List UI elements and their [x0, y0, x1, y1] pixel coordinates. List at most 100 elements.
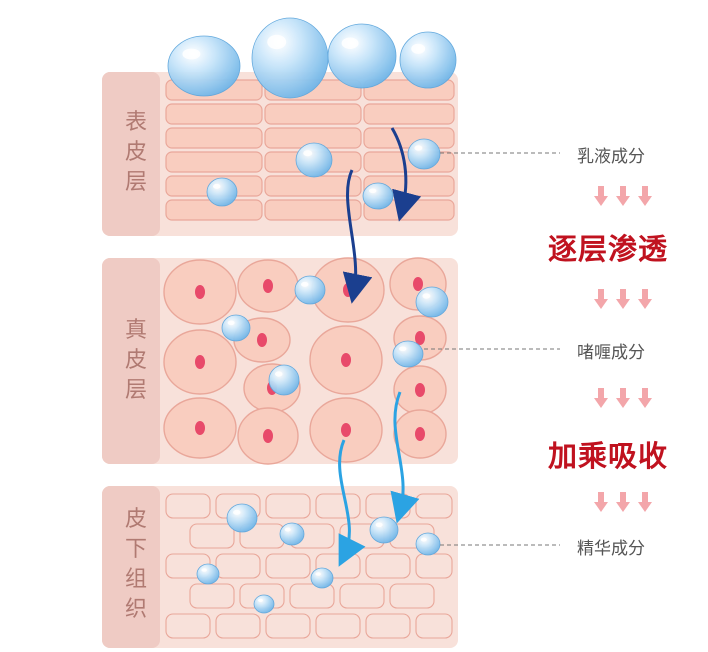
layer-label-text: 表 皮 层: [124, 110, 147, 195]
water-droplet-icon: [279, 522, 305, 546]
water-droplet-icon: [399, 31, 457, 89]
droplet-highlight: [258, 598, 263, 603]
layer-label-epidermis: 表 皮 层: [116, 108, 156, 198]
epidermis-cell: [165, 151, 263, 173]
cell-nucleus: [413, 277, 423, 291]
water-droplet-icon: [226, 503, 258, 533]
droplet-highlight: [284, 527, 291, 532]
down-arrow-icon: [638, 186, 652, 206]
cell-nucleus: [343, 283, 353, 297]
droplet-highlight: [275, 371, 283, 377]
cell-nucleus: [341, 353, 351, 367]
droplet-highlight: [369, 188, 377, 194]
flow-arrow-dermis-right: [390, 391, 420, 524]
subcutaneous-cell: [189, 583, 235, 609]
subcutaneous-cell: [215, 613, 261, 639]
down-arrow-icon: [616, 388, 630, 408]
water-droplet-icon: [221, 314, 251, 342]
droplet-highlight: [301, 281, 309, 287]
subcutaneous-cell: [315, 613, 361, 639]
subcutaneous-cell: [189, 523, 235, 549]
down-arrows-2: [594, 289, 652, 309]
epidermis-cell: [363, 127, 455, 149]
epidermis-cell: [363, 103, 455, 125]
down-arrows-3: [594, 388, 652, 408]
down-arrow-icon: [638, 388, 652, 408]
cell-nucleus: [415, 427, 425, 441]
epidermis-cell: [165, 103, 263, 125]
droplet-highlight: [414, 145, 423, 151]
subcutaneous-cell: [265, 493, 311, 519]
water-droplet-icon: [310, 567, 334, 589]
droplet-highlight: [411, 43, 426, 54]
water-droplet-icon: [167, 35, 241, 97]
subcutaneous-cell: [265, 613, 311, 639]
droplet-highlight: [201, 568, 207, 572]
cell-nucleus: [263, 429, 273, 443]
epidermis-cell: [264, 199, 362, 221]
cell-nucleus: [257, 333, 267, 347]
cell-nucleus: [195, 285, 205, 299]
water-droplet-icon: [415, 532, 441, 556]
epidermis-cell: [165, 127, 263, 149]
subcutaneous-cell: [365, 613, 411, 639]
water-droplet-icon: [415, 286, 449, 318]
subcutaneous-label-panel: [102, 486, 160, 648]
cell-nucleus: [195, 355, 205, 369]
subcutaneous-cell: [415, 613, 453, 639]
dermis-label-panel: [102, 258, 160, 464]
droplet-highlight: [422, 293, 431, 299]
droplet-highlight: [182, 48, 201, 60]
down-arrow-icon: [616, 492, 630, 512]
subcutaneous-cell: [315, 493, 361, 519]
epidermis-label-panel: [102, 72, 160, 236]
emphasis-penetrate: 逐层渗透: [548, 232, 669, 266]
water-droplet-icon: [251, 17, 329, 99]
flow-arrow-epidermis-to-dermis: [342, 169, 373, 304]
water-droplet-icon: [253, 594, 275, 614]
down-arrows-1: [594, 186, 652, 206]
down-arrow-icon: [616, 186, 630, 206]
epidermis-cell: [264, 103, 362, 125]
droplet-highlight: [375, 522, 383, 528]
subcutaneous-cell: [215, 553, 261, 579]
water-droplet-icon: [407, 138, 441, 170]
down-arrow-icon: [594, 388, 608, 408]
subcutaneous-cell: [265, 553, 311, 579]
water-droplet-icon: [327, 23, 397, 89]
subcutaneous-cell: [289, 583, 335, 609]
down-arrows-4: [594, 492, 652, 512]
down-arrow-icon: [594, 186, 608, 206]
down-arrow-icon: [616, 289, 630, 309]
subcutaneous-cell: [339, 583, 385, 609]
droplet-highlight: [315, 572, 321, 576]
cell-nucleus: [263, 279, 273, 293]
down-arrow-icon: [638, 492, 652, 512]
cell-nucleus: [415, 331, 425, 345]
droplet-highlight: [233, 509, 241, 515]
subcutaneous-cell: [415, 493, 453, 519]
droplet-highlight: [227, 320, 235, 326]
water-droplet-icon: [295, 142, 333, 178]
water-droplet-icon: [268, 364, 300, 396]
down-arrow-icon: [594, 492, 608, 512]
cell-nucleus: [195, 421, 205, 435]
droplet-highlight: [420, 537, 427, 542]
water-droplet-icon: [196, 563, 220, 585]
subcutaneous-cell: [415, 553, 453, 579]
down-arrow-icon: [638, 289, 652, 309]
callout-essence: 精华成分: [577, 539, 645, 559]
emphasis-absorb: 加乘吸收: [548, 439, 669, 473]
droplet-highlight: [267, 34, 287, 50]
subcutaneous-cell: [165, 493, 211, 519]
cell-nucleus: [341, 423, 351, 437]
droplet-highlight: [341, 37, 359, 49]
droplet-highlight: [213, 183, 221, 189]
layer-label-text: 皮 下 组 织: [124, 507, 147, 622]
cell-nucleus: [415, 383, 425, 397]
subcutaneous-cell: [365, 553, 411, 579]
subcutaneous-cell: [165, 613, 211, 639]
flow-arrow-epidermis-right: [390, 127, 422, 222]
droplet-highlight: [399, 346, 407, 352]
